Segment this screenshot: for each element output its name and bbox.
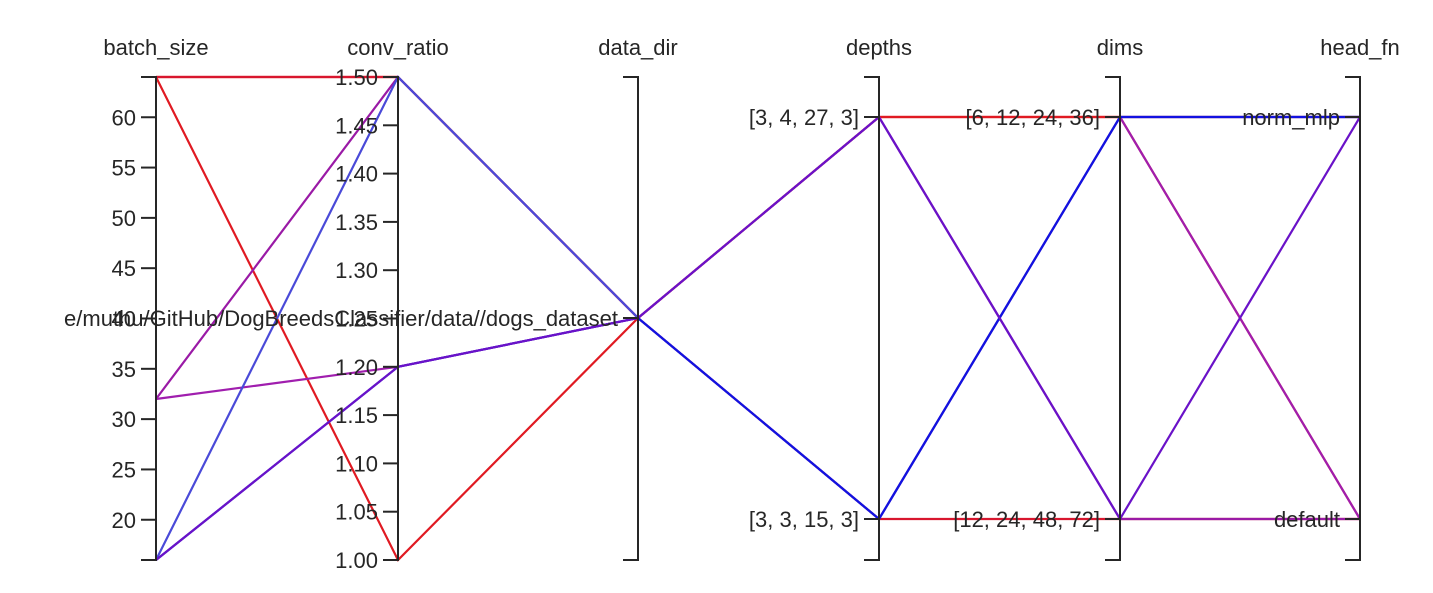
axes: batch_size 20 25 30 35 40 45 50 55 60 conv_ratio 1.… xyxy=(64,35,1400,573)
axis-line xyxy=(1105,76,1121,561)
axis-title: data_dir xyxy=(598,35,678,60)
tick-label-1-50: 1.50 xyxy=(335,65,378,90)
tick-label-default: default xyxy=(1274,507,1340,532)
tick-label-1-20: 1.20 xyxy=(335,355,378,380)
tick-label-60: 60 xyxy=(112,105,136,130)
tick-label-1-05: 1.05 xyxy=(335,500,378,525)
axis-data_dir: data_dir e/muthu/GitHub/DogBreedsClassifi… xyxy=(64,35,678,561)
axis-title: depths xyxy=(846,35,912,60)
axis-title: dims xyxy=(1097,35,1143,60)
tick-label-1-15: 1.15 xyxy=(335,403,378,428)
axis-dims: dims [12, 24, 48, 72] [6, 12, 24, 36] xyxy=(953,35,1143,561)
axis-batch_size: batch_size 20 25 30 35 40 45 50 55 60 xyxy=(103,35,209,561)
axis-title: head_fn xyxy=(1320,35,1400,60)
tick-label-3-4-27-3: [3, 4, 27, 3] xyxy=(749,105,859,130)
tick-label-12-24-48-72: [12, 24, 48, 72] xyxy=(953,507,1100,532)
tick-label-1-45: 1.45 xyxy=(335,113,378,138)
tick-label-25: 25 xyxy=(112,457,136,482)
tick-label-3-3-15-3: [3, 3, 15, 3] xyxy=(749,507,859,532)
tick-label-6-12-24-36: [6, 12, 24, 36] xyxy=(965,105,1100,130)
tick-label-1-40: 1.40 xyxy=(335,162,378,187)
axis-depths: depths [3, 3, 15, 3] [3, 4, 27, 3] xyxy=(749,35,912,561)
tick-label-1-10: 1.10 xyxy=(335,451,378,476)
tick-label-1-35: 1.35 xyxy=(335,210,378,235)
axis-line xyxy=(864,76,880,561)
tick-label-55: 55 xyxy=(112,156,136,181)
tick-label-1-00: 1.00 xyxy=(335,548,378,573)
axis-title: conv_ratio xyxy=(347,35,449,60)
tick-label-50: 50 xyxy=(112,206,136,231)
axis-title: batch_size xyxy=(103,35,208,60)
tick-label-norm-mlp: norm_mlp xyxy=(1242,105,1340,130)
tick-label-35: 35 xyxy=(112,357,136,382)
tick-label-1-25: 1.25 xyxy=(335,307,378,332)
tick-label-e-muthu-github-dogbreedsclassifier-data-dogs-dataset: e/muthu/GitHub/DogBreedsClassifier/data/… xyxy=(64,306,618,331)
series-line-8 xyxy=(155,115,1361,561)
tick-label-1-30: 1.30 xyxy=(335,258,378,283)
series-lines xyxy=(155,75,1361,562)
tick-label-30: 30 xyxy=(112,407,136,432)
tick-label-45: 45 xyxy=(112,256,136,281)
tick-label-20: 20 xyxy=(112,508,136,533)
axis-line xyxy=(1345,76,1361,561)
axis-conv_ratio: conv_ratio 1.00 1.05 1.10 1.15 1.20 1.25 1.30 1.… xyxy=(335,35,449,573)
tick-label-40: 40 xyxy=(112,307,136,332)
